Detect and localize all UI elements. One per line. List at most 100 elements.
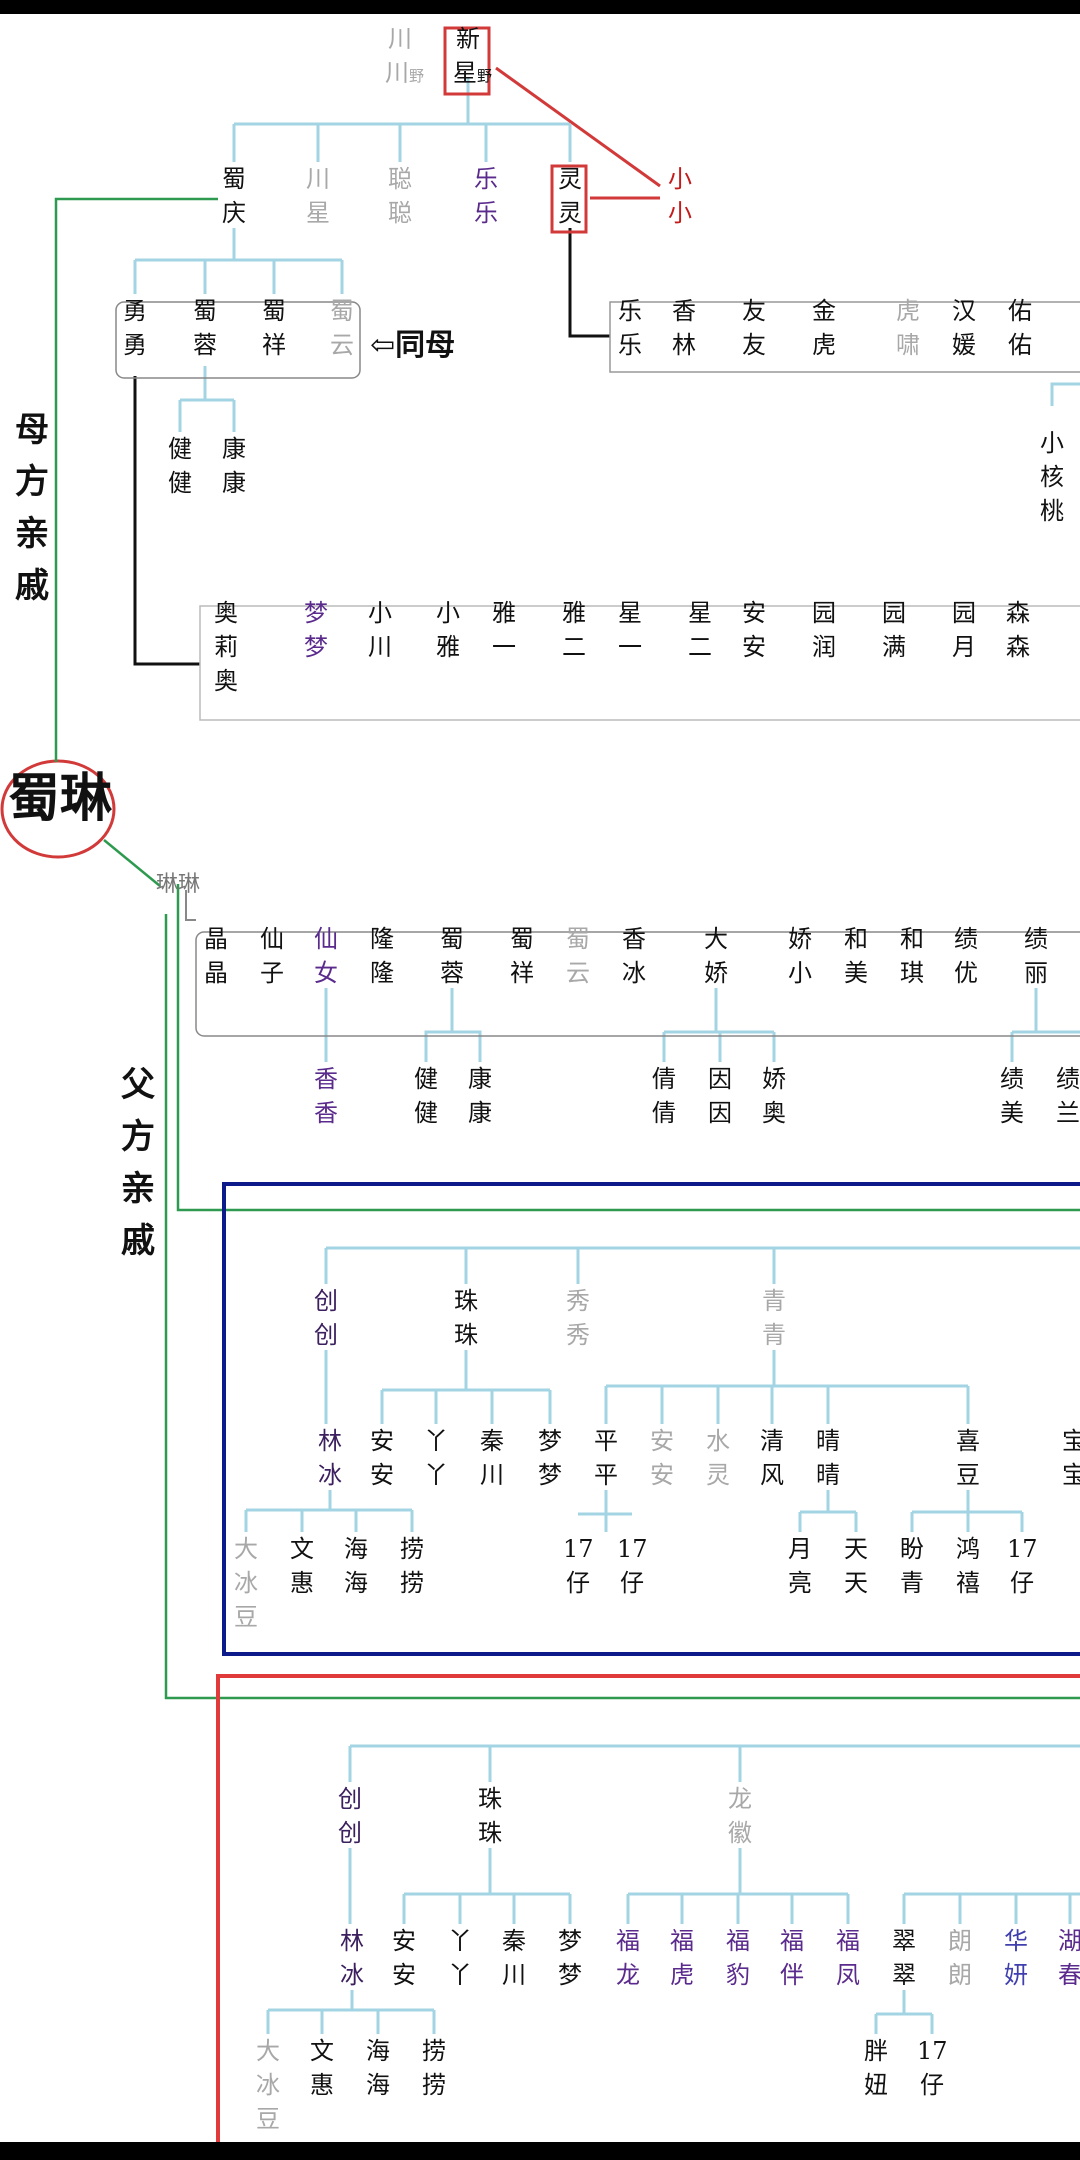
person-name-char: 汉 [952,297,976,325]
person-hai-hai-2: 海海 [363,2034,393,2102]
person-name-char: 健 [168,435,192,463]
person-fu-ban: 福伴 [777,1924,807,1992]
person-name-char: 隆 [370,959,394,987]
person-hu-xiao: 虎啸 [893,294,923,362]
person-name-char: 秦 [502,1927,526,1955]
person-long-hui: 龙徽 [725,1782,755,1850]
person-name-char: 宝 [1062,1427,1080,1455]
person-ping-ping: 平平 [591,1424,621,1492]
person-he-qi: 和琪 [897,922,927,990]
person-name-char: 林 [672,331,696,359]
person-meng-meng-3: 梦梦 [555,1924,585,1992]
connector [495,66,661,188]
person-name-char: 捞 [400,1569,424,1597]
person-name-char: 安 [392,1927,416,1955]
person-name-char: 海 [344,1569,368,1597]
person-name-char: 园 [882,599,906,627]
person-name-char: 湖 [1058,1927,1080,1955]
person-name-char: 园 [812,599,836,627]
person-name-char: 平 [594,1427,618,1455]
person-name-char: 和 [900,925,924,953]
person-name-char: 梦 [558,1927,582,1955]
connector [54,197,218,762]
person-name-char: 蓉 [193,331,217,359]
person-name-char: 惠 [310,2071,334,2099]
person-xiu-xiu: 秀秀 [563,1284,593,1352]
person-xiao-hetao: 小核桃 [1037,426,1067,528]
person-name-char: 川 [368,633,392,661]
connector [185,890,196,921]
person-name-char: 珠 [478,1785,502,1813]
person-xing-yi: 星一 [615,596,645,664]
person-xian-nv: 仙女 [311,922,341,990]
person-name-char: 安 [650,1461,674,1489]
person-name-char: 庆 [222,199,246,227]
bracket-frame [199,605,1080,721]
person-name-char: 因 [708,1099,732,1127]
person-name-char: 聪 [388,199,412,227]
person-meng-meng-2: 梦梦 [535,1424,565,1492]
person-name-char: 健 [414,1099,438,1127]
person-name-char: 优 [954,959,978,987]
person-ya-yi: 雅一 [489,596,519,664]
person-name-char: 媛 [952,331,976,359]
person-name-char: 水 [706,1427,730,1455]
person-qian-qian: 倩倩 [649,1062,679,1130]
person-name-char: 秀 [566,1287,590,1315]
person-name-char: 雅 [562,599,586,627]
person-cui-cui: 翠翠 [889,1924,919,1992]
person-name-char: 子 [260,959,284,987]
person-name-char: 佑 [1008,297,1032,325]
person-han-yuan: 汉媛 [949,294,979,362]
blue-family-frame [222,1182,1080,1656]
person-name-char: 康 [222,435,246,463]
person-name-char: 平 [594,1461,618,1489]
bracket-frame [609,301,1080,373]
person-an-an-3: 安安 [647,1424,677,1492]
person-name-char: 丫 [448,1927,472,1955]
person-shu-xiang-2: 蜀祥 [507,922,537,990]
person-yong-yong: 勇勇 [120,294,150,362]
person-name-char: 新 [456,25,480,53]
person-le-le: 乐乐 [471,162,501,230]
person-name-char: 灵 [558,199,582,227]
person-name-char: 妞 [864,2071,888,2099]
person-name-char: 倩 [652,1065,676,1093]
person-xiang-xiang: 香香 [311,1062,341,1130]
person-name-char: 虎 [670,1961,694,1989]
person-name-char: 健 [168,469,192,497]
connector [424,988,454,1062]
person-name-char: 奥 [762,1099,786,1127]
person-name-char: 勇 [123,331,147,359]
person-name-char: 海 [366,2037,390,2065]
person-name-char: 祥 [262,331,286,359]
person-chuang-chuang-2: 创创 [335,1782,365,1850]
person-name-char: 金 [812,297,836,325]
person-name-char: 娇 [788,925,812,953]
person-name-char: 丫 [424,1461,448,1489]
person-name-char: 乐 [618,297,642,325]
person-name-char: 娇 [704,959,728,987]
person-name-char: 森 [1006,633,1030,661]
person-xi-dou: 喜豆 [953,1424,983,1492]
person-jing-jing: 晶晶 [201,922,231,990]
person-bao-bao: 宝宝 [1059,1424,1080,1492]
person-name-char: 豹 [726,1961,750,1989]
person-name-char: 绩 [1000,1065,1024,1093]
person-name-char: 蜀 [222,165,246,193]
person-name-char: 翠 [892,1961,916,1989]
person-name-char: 月 [952,633,976,661]
person-chuan-chuanye: 川川野 [385,22,424,93]
person-jiao-xiao: 娇小 [785,922,815,990]
person-qin-chuan-2: 秦川 [499,1924,529,1992]
person-name-char: 川 [480,1461,504,1489]
person-name-char: 晶 [204,925,228,953]
person-name-char: 禧 [956,1569,980,1597]
person-name-char: 冰 [340,1961,364,1989]
person-name-char: 蜀 [193,297,217,325]
person-name-char: 梦 [558,1961,582,1989]
person-ya-ya: 丫丫 [421,1424,451,1492]
person-name-char: 雅 [492,599,516,627]
person-name-char: 喜 [956,1427,980,1455]
person-name-char: 清 [760,1427,784,1455]
